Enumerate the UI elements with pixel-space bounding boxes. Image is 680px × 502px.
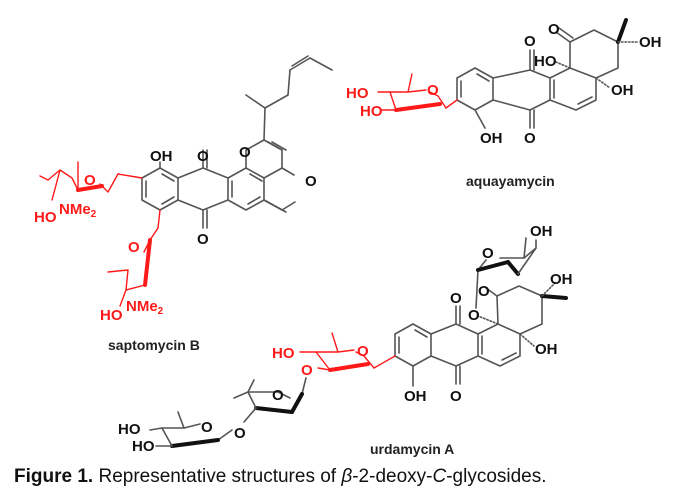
saptomycin-b-sugar2-ring-o: O (128, 239, 140, 256)
aquayamycin-ketone-o: O (548, 21, 560, 38)
saptomycin-b-ring-b (177, 149, 229, 229)
structures-svg: OH O O O O O HO NMe2 O H (34, 18, 662, 457)
saptomycin-b-sugar2-nme2: NMe2 (126, 298, 164, 317)
caption-label: Figure 1. (14, 466, 94, 487)
saptomycin-b-ring-a (141, 167, 179, 211)
urdamycin-a-end-sugar-ho-1: HO (118, 421, 141, 438)
saptomycin-b-oh-top: OH (150, 148, 173, 165)
urdamycin-a-ring-b (430, 323, 479, 335)
urdamycin-a-red-sugar: O HO O (272, 332, 396, 379)
urdamycin-a-end-sugar: O HO HO (118, 411, 233, 455)
saptomycin-b-ring-c (227, 167, 265, 211)
urdamycin-a-red-sugar-ring-o: O (357, 343, 369, 360)
saptomycin-b-sugar1-nme2: NMe2 (59, 201, 97, 220)
urdamycin-a-quinone-o-top: O (450, 290, 462, 307)
aquayamycin-quinone-o-top: O (524, 33, 536, 50)
urdamycin-a-red-sugar-o-link: O (301, 362, 313, 379)
urdamycin-a-ring-a (394, 323, 432, 367)
saptomycin-b-side-chain (245, 55, 333, 141)
urdamycin-a-oh-phenol: OH (404, 388, 427, 405)
urdamycin-a-mid-sugar-o-link: O (234, 425, 246, 442)
saptomycin-b-ring-d (245, 139, 296, 211)
compound-name-urdamycin-a: urdamycin A (370, 441, 454, 457)
figure-caption: Figure 1. Representative structures of β… (14, 466, 547, 488)
urdamycin-a-end-sugar-ring-o: O (201, 419, 213, 436)
saptomycin-b-sugar-1: O HO NMe2 (34, 161, 143, 226)
caption-c-italic: C (432, 466, 447, 487)
saptomycin-b-sugar1-ring-o: O (84, 172, 96, 189)
aquayamycin-ring-a (456, 67, 494, 111)
aquayamycin-oh-phenol: OH (480, 130, 503, 147)
urdamycin-a-top-sugar-ring-o: O (482, 245, 494, 262)
saptomycin-b-pyranone-o: O (305, 173, 317, 190)
aquayamycin-sugar-ho-2: HO (360, 103, 383, 120)
compound-name-aquayamycin: aquayamycin (466, 173, 555, 189)
saptomycin-b-pyran-o: O (239, 144, 251, 161)
urdamycin-a-ring-c (477, 323, 521, 367)
urdamycin-a-glycosidic-o: O (468, 307, 480, 324)
aquayamycin-oh-tertiary: OH (639, 34, 662, 51)
saptomycin-b-methyl (263, 199, 287, 213)
urdamycin-a-top-sugar-oh: OH (530, 223, 553, 240)
urdamycin-a-red-sugar-ho: HO (272, 345, 295, 362)
figure-structures: OH O O O O O HO NMe2 O H (34, 18, 662, 457)
urdamycin-a-end-sugar-ho-2: HO (132, 438, 155, 455)
compound-name-saptomycin-b: saptomycin B (108, 337, 200, 353)
caption-text-mid: -2-deoxy- (352, 466, 433, 487)
aquayamycin-sugar-ring-o: O (427, 82, 439, 99)
urdamycin-a-structure: O OH O O O OH OH OH O O HO O (118, 223, 573, 457)
caption-beta: β (341, 466, 353, 487)
saptomycin-b-structure: OH O O O O O HO NMe2 O H (34, 55, 333, 353)
urdamycin-a-oh-tertiary: OH (550, 271, 573, 288)
aquayamycin-sugar-ho-1: HO (346, 85, 369, 102)
aquayamycin-oh-angular: OH (611, 82, 634, 99)
aquayamycin-ring-d (569, 29, 619, 79)
aquayamycin-ring-c (549, 67, 597, 111)
aquayamycin-oh-junction: HO (534, 53, 557, 70)
urdamycin-a-mid-sugar: O O (233, 377, 307, 442)
saptomycin-b-sugar1-ho: HO (34, 209, 57, 226)
saptomycin-b-sugar-2: O HO NMe2 (100, 209, 164, 324)
urdamycin-a-ketone-o: O (478, 283, 490, 300)
aquayamycin-sugar: O HO HO (346, 73, 458, 120)
aquayamycin-structure: O O HO OH OH OH O O HO HO aquayamycin (346, 18, 662, 189)
caption-text-before: Representative structures of (93, 466, 342, 487)
urdamycin-a-quinone-o-bottom: O (450, 388, 462, 405)
saptomycin-b-quinone-o-top: O (197, 148, 209, 165)
aquayamycin-ring-b (492, 69, 551, 79)
aquayamycin-quinone-o-bottom: O (524, 130, 536, 147)
saptomycin-b-sugar2-ho: HO (100, 307, 123, 324)
urdamycin-a-oh-angular: OH (535, 341, 558, 358)
urdamycin-a-ring-d (496, 285, 543, 335)
saptomycin-b-quinone-o-bottom: O (197, 231, 209, 248)
urdamycin-a-mid-sugar-ring-o: O (272, 387, 284, 404)
caption-text-after: -glycosides. (446, 466, 547, 487)
urdamycin-a-top-sugar: O OH (475, 223, 553, 309)
